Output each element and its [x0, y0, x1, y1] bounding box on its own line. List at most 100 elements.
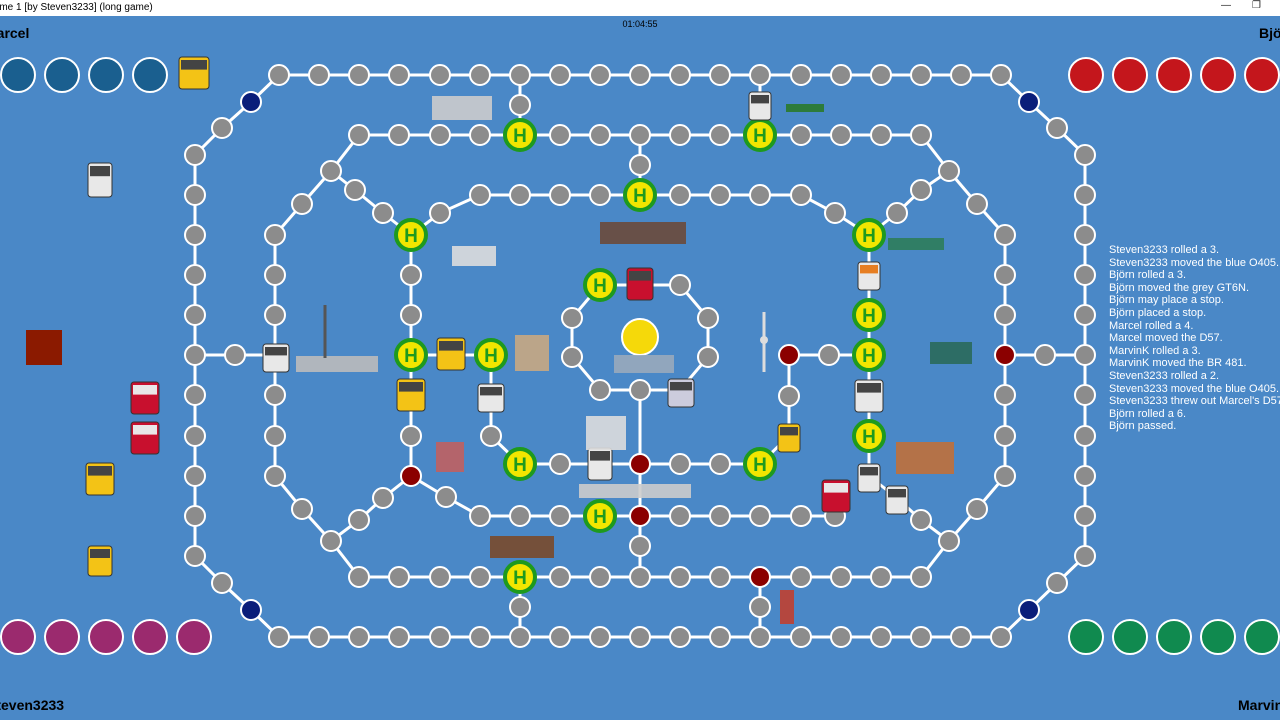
- board-field[interactable]: [469, 64, 491, 86]
- board-field[interactable]: [990, 64, 1012, 86]
- corner-field[interactable]: [1018, 599, 1040, 621]
- junction-field[interactable]: [400, 465, 422, 487]
- board-field[interactable]: [469, 124, 491, 146]
- board-field[interactable]: [966, 498, 988, 520]
- home-slot[interactable]: [1156, 57, 1192, 93]
- board-field[interactable]: [549, 626, 571, 648]
- stop-field[interactable]: [852, 298, 886, 332]
- board-field[interactable]: [429, 124, 451, 146]
- board-field[interactable]: [790, 505, 812, 527]
- home-slot[interactable]: [1244, 57, 1280, 93]
- board-field[interactable]: [372, 487, 394, 509]
- board-field[interactable]: [870, 626, 892, 648]
- home-slot[interactable]: [44, 619, 80, 655]
- board-field[interactable]: [749, 64, 771, 86]
- board-field[interactable]: [669, 274, 691, 296]
- board-field[interactable]: [629, 64, 651, 86]
- corner-field[interactable]: [240, 599, 262, 621]
- board-field[interactable]: [469, 505, 491, 527]
- board-field[interactable]: [589, 184, 611, 206]
- board-field[interactable]: [291, 498, 313, 520]
- board-field[interactable]: [1074, 425, 1096, 447]
- board-field[interactable]: [1074, 304, 1096, 326]
- board-field[interactable]: [870, 124, 892, 146]
- board-field[interactable]: [938, 530, 960, 552]
- board-field[interactable]: [790, 124, 812, 146]
- board-field[interactable]: [184, 344, 206, 366]
- board-field[interactable]: [469, 566, 491, 588]
- board-field[interactable]: [184, 545, 206, 567]
- board-field[interactable]: [388, 566, 410, 588]
- board-field[interactable]: [870, 566, 892, 588]
- home-slot[interactable]: [1200, 57, 1236, 93]
- board-field[interactable]: [629, 124, 651, 146]
- board-field[interactable]: [400, 304, 422, 326]
- board-field[interactable]: [589, 379, 611, 401]
- board-field[interactable]: [1074, 344, 1096, 366]
- board-field[interactable]: [589, 566, 611, 588]
- board-field[interactable]: [994, 304, 1016, 326]
- home-slot[interactable]: [132, 619, 168, 655]
- board-field[interactable]: [469, 184, 491, 206]
- board-field[interactable]: [1034, 344, 1056, 366]
- board-field[interactable]: [629, 535, 651, 557]
- board-field[interactable]: [870, 64, 892, 86]
- board-field[interactable]: [1074, 144, 1096, 166]
- stop-field[interactable]: [474, 338, 508, 372]
- board-field[interactable]: [348, 626, 370, 648]
- board-field[interactable]: [549, 505, 571, 527]
- board-field[interactable]: [994, 384, 1016, 406]
- board-field[interactable]: [184, 264, 206, 286]
- board-field[interactable]: [629, 379, 651, 401]
- dice-square[interactable]: [26, 330, 62, 365]
- board-field[interactable]: [790, 566, 812, 588]
- board-field[interactable]: [224, 344, 246, 366]
- board-field[interactable]: [469, 626, 491, 648]
- board-field[interactable]: [669, 64, 691, 86]
- junction-field[interactable]: [629, 505, 651, 527]
- board-field[interactable]: [910, 626, 932, 648]
- board-field[interactable]: [429, 64, 451, 86]
- board-field[interactable]: [938, 160, 960, 182]
- board-field[interactable]: [184, 304, 206, 326]
- board-field[interactable]: [589, 124, 611, 146]
- board-field[interactable]: [388, 64, 410, 86]
- board-field[interactable]: [308, 626, 330, 648]
- board-field[interactable]: [669, 566, 691, 588]
- board-field[interactable]: [994, 425, 1016, 447]
- home-slot[interactable]: [1068, 619, 1104, 655]
- board-field[interactable]: [268, 64, 290, 86]
- board-field[interactable]: [429, 202, 451, 224]
- board-field[interactable]: [372, 202, 394, 224]
- board-field[interactable]: [211, 117, 233, 139]
- board-field[interactable]: [320, 160, 342, 182]
- board-field[interactable]: [990, 626, 1012, 648]
- board-field[interactable]: [910, 509, 932, 531]
- home-slot[interactable]: [1200, 619, 1236, 655]
- board-field[interactable]: [1074, 384, 1096, 406]
- board-field[interactable]: [886, 202, 908, 224]
- board-field[interactable]: [184, 465, 206, 487]
- stop-field[interactable]: [503, 447, 537, 481]
- board-field[interactable]: [790, 626, 812, 648]
- board-field[interactable]: [1074, 545, 1096, 567]
- board-field[interactable]: [1074, 224, 1096, 246]
- stop-field[interactable]: [583, 499, 617, 533]
- board-field[interactable]: [509, 596, 531, 618]
- board-field[interactable]: [994, 465, 1016, 487]
- junction-field[interactable]: [629, 453, 651, 475]
- board-field[interactable]: [910, 566, 932, 588]
- home-slot[interactable]: [0, 619, 36, 655]
- board-field[interactable]: [830, 64, 852, 86]
- board-field[interactable]: [669, 505, 691, 527]
- board-field[interactable]: [348, 64, 370, 86]
- board-field[interactable]: [790, 64, 812, 86]
- home-slot[interactable]: [88, 619, 124, 655]
- board-field[interactable]: [709, 505, 731, 527]
- board-field[interactable]: [388, 124, 410, 146]
- home-slot[interactable]: [176, 619, 212, 655]
- board-field[interactable]: [184, 144, 206, 166]
- board-field[interactable]: [561, 307, 583, 329]
- board-field[interactable]: [669, 626, 691, 648]
- corner-field[interactable]: [240, 91, 262, 113]
